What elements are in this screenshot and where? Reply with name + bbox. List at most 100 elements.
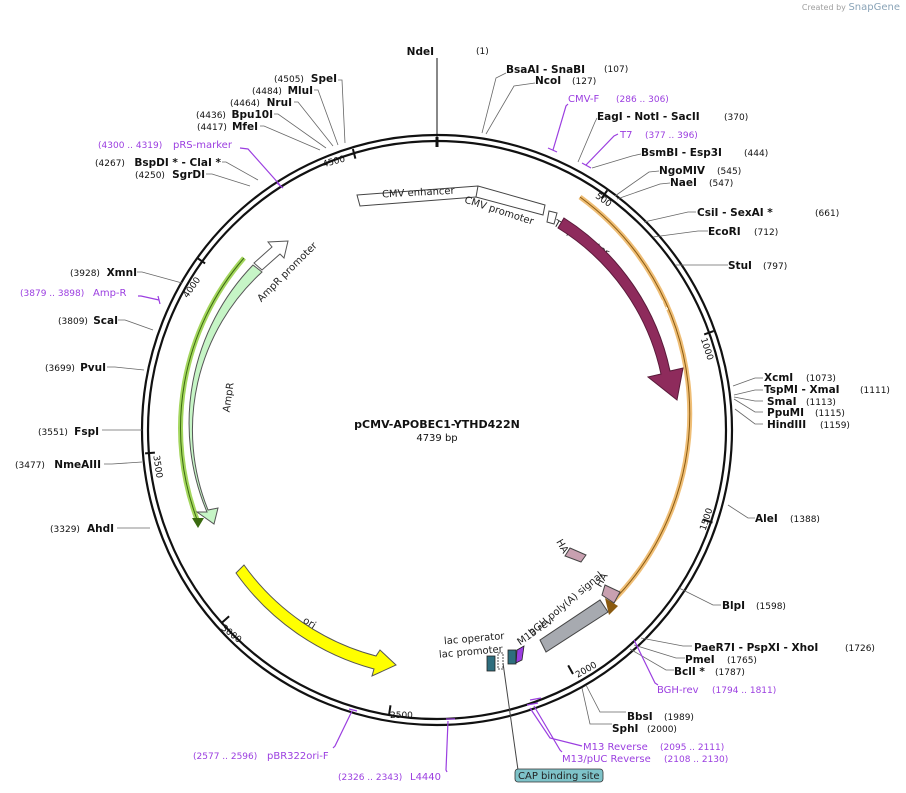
svg-text:AleI: AleI [755, 513, 778, 525]
site-bpu10i[interactable]: Bpu10I (4436) [196, 109, 273, 121]
feature-cap-binding-site[interactable]: CAP binding site [514, 768, 604, 783]
svg-text:(1159): (1159) [820, 421, 850, 431]
feature-ha-1[interactable]: HA [553, 538, 587, 563]
svg-text:TspMI - XmaI: TspMI - XmaI [764, 384, 840, 396]
leader-nrui [294, 101, 334, 147]
site-xcmi[interactable]: XcmI (1073) [764, 372, 836, 384]
site-smai[interactable]: SmaI (1113) [767, 396, 836, 408]
site-ndei[interactable]: NdeI (1) [407, 46, 489, 58]
svg-text:CsiI - SexAI *: CsiI - SexAI * [697, 207, 773, 219]
site-bspdi-clai[interactable]: BspDI * - ClaI * (4267) [95, 157, 222, 169]
site-mfei[interactable]: MfeI (4417) [197, 121, 258, 133]
leader-ngomiv [614, 170, 660, 197]
svg-text:PvuI: PvuI [80, 362, 106, 374]
svg-text:(3699): (3699) [45, 364, 75, 374]
svg-text:NruI: NruI [267, 97, 292, 109]
site-ahdi[interactable]: AhdI (3329) [50, 523, 114, 535]
svg-text:(1989): (1989) [664, 713, 694, 723]
site-scai[interactable]: ScaI (3809) [58, 315, 118, 327]
site-bcli[interactable]: BclI * (1787) [674, 666, 745, 678]
svg-text:(712): (712) [754, 228, 778, 238]
plasmid-name: pCMV-APOBEC1-YTHD422N [354, 418, 520, 431]
primer-prs-marker[interactable]: (4300 .. 4319) pRS-marker [98, 140, 233, 151]
primer-l4440[interactable]: (2326 .. 2343) L4440 [338, 772, 441, 783]
feature-highlight-orange-line [579, 196, 691, 604]
site-pmei[interactable]: PmeI (1765) [685, 654, 757, 666]
site-ncoi[interactable]: NcoI (127) [535, 75, 596, 87]
site-xmni[interactable]: XmnI (3928) [70, 267, 137, 279]
primer-t7[interactable]: T7 (377 .. 396) [619, 130, 698, 141]
primer-marks [138, 103, 659, 773]
feature-bgh-polya[interactable]: bGH poly(A) signal [527, 570, 609, 653]
leader-xmni [137, 271, 183, 284]
leader-tspmi [733, 389, 763, 396]
svg-text:BsaAI - SnaBI: BsaAI - SnaBI [506, 64, 585, 76]
svg-text:(3928): (3928) [70, 269, 100, 279]
feature-ampr[interactable]: AmpR [188, 264, 263, 525]
svg-text:NmeAIII: NmeAIII [54, 459, 101, 471]
svg-text:(4417): (4417) [197, 123, 227, 133]
primer-m13-reverse[interactable]: M13 Reverse (2095 .. 2111) [583, 742, 724, 753]
leader-alei [727, 504, 755, 519]
site-mlui[interactable]: MluI (4484) [252, 85, 313, 97]
feature-ampr-promoter[interactable]: AmpR promoter [253, 240, 320, 305]
svg-text:SpeI: SpeI [311, 73, 337, 85]
site-nrui[interactable]: NruI (4464) [230, 97, 292, 109]
leader-naei [616, 182, 671, 200]
svg-text:(4267): (4267) [95, 159, 125, 169]
site-nmeaiii[interactable]: NmeAIII (3477) [15, 459, 101, 471]
svg-text:(3809): (3809) [58, 317, 88, 327]
svg-text:BlpI: BlpI [722, 600, 745, 612]
svg-text:(797): (797) [763, 262, 787, 272]
svg-text:(107): (107) [604, 65, 628, 75]
site-sgrdi[interactable]: SgrDI (4250) [135, 169, 205, 181]
site-fspi[interactable]: FspI (3551) [38, 426, 99, 438]
site-ppumi[interactable]: PpuMI (1115) [767, 407, 845, 419]
site-tspmi-xmai[interactable]: TspMI - XmaI (1111) [764, 384, 890, 396]
feature-cmv-enhancer[interactable]: CMV enhancer [356, 185, 546, 216]
leader-ecori [652, 230, 708, 238]
site-sphi[interactable]: SphI (2000) [612, 723, 677, 735]
leader-ppumi [733, 398, 763, 413]
site-csii-sexai[interactable]: CsiI - SexAI * (661) [697, 207, 839, 219]
leader-mfei [260, 125, 321, 151]
primer-pbr322ori-f[interactable]: (2577 .. 2596) pBR322ori-F [193, 751, 329, 762]
feature-ori[interactable]: ori [235, 564, 397, 677]
created-by-text: Created by [801, 3, 846, 12]
svg-text:(2326 .. 2343): (2326 .. 2343) [338, 773, 402, 783]
feature-apobec-1[interactable]: APOBEC-1 [557, 217, 684, 401]
primer-cmv-f[interactable]: CMV-F (286 .. 306) [568, 94, 669, 105]
site-eagi-noti-sacii[interactable]: EagI - NotI - SacII (370) [597, 111, 748, 123]
site-spei[interactable]: SpeI (4505) [274, 73, 337, 85]
cap-leader [502, 662, 519, 771]
svg-text:(3329): (3329) [50, 525, 80, 535]
primer-m13-puc-reverse[interactable]: M13/pUC Reverse (2108 .. 2130) [562, 754, 728, 765]
primer-bgh-rev[interactable]: BGH-rev (1794 .. 1811) [657, 685, 776, 696]
site-paer7i-pspxi-xhoi[interactable]: PaeR7I - PspXI - XhoI (1726) [694, 642, 875, 654]
svg-text:M13 Reverse: M13 Reverse [583, 742, 648, 753]
site-stui[interactable]: StuI (797) [728, 260, 787, 272]
svg-text:(1765): (1765) [727, 656, 757, 666]
site-blpi[interactable]: BlpI (1598) [722, 600, 786, 612]
leader-scai [118, 319, 154, 331]
site-bsaai-snabi[interactable]: BsaAI - SnaBI (107) [506, 64, 628, 76]
svg-text:(370): (370) [724, 113, 748, 123]
svg-text:(3879 .. 3898): (3879 .. 3898) [20, 289, 84, 299]
svg-text:(444): (444) [744, 149, 768, 159]
site-alei[interactable]: AleI (1388) [755, 513, 820, 525]
site-bsmbi-esp3i[interactable]: BsmBI - Esp3I (444) [641, 147, 768, 159]
site-bbsi[interactable]: BbsI (1989) [627, 711, 694, 723]
svg-text:PpuMI: PpuMI [767, 407, 804, 419]
svg-text:NdeI: NdeI [407, 46, 434, 58]
svg-text:HindIII: HindIII [767, 419, 806, 431]
primer-amp-r[interactable]: (3879 .. 3898) Amp-R [20, 288, 127, 299]
site-ecori[interactable]: EcoRI (712) [708, 226, 778, 238]
label-cmv-enhancer: CMV enhancer [382, 186, 456, 201]
leader-bsmbi [591, 153, 642, 169]
site-naei[interactable]: NaeI (547) [670, 177, 733, 189]
site-ngomiv[interactable]: NgoMIV (545) [659, 165, 741, 177]
svg-text:EagI - NotI - SacII: EagI - NotI - SacII [597, 111, 700, 123]
site-hindiii[interactable]: HindIII (1159) [767, 419, 850, 431]
site-pvui[interactable]: PvuI (3699) [45, 362, 106, 374]
